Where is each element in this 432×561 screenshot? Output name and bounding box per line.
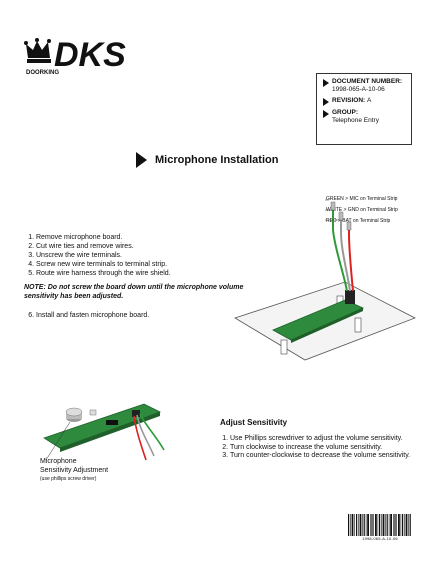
connector-icon [132, 410, 140, 417]
list-item: Remove microphone board. [36, 233, 256, 242]
wire-green [332, 206, 348, 292]
mic-label: Microphone Sensitivity Adjustment [40, 458, 108, 475]
list-item: Install and fasten microphone board. [36, 311, 149, 320]
doc-number-label: DOCUMENT NUMBER: [332, 78, 403, 85]
connector-icon [345, 290, 355, 304]
group-value: Telephone Entry [332, 117, 379, 125]
arrow-right-icon [323, 98, 329, 107]
wire-terminal-icon [330, 201, 352, 231]
crown-icon [24, 38, 51, 63]
doc-number-row: DOCUMENT NUMBER: 1998-065-A-10-06 [323, 78, 405, 94]
wire-red [348, 226, 354, 292]
logo-sub: DOORKING [26, 70, 59, 76]
arrow-right-icon [323, 79, 329, 87]
adjust-steps: Use Phillips screwdriver to adjust the v… [220, 435, 430, 461]
list-item: Turn counter-clockwise to decrease the v… [230, 452, 430, 461]
list-item: Turn clockwise to increase the volume se… [230, 444, 430, 453]
wire-red [133, 415, 147, 461]
note-text: NOTE: Do not screw the board down until … [24, 284, 244, 300]
arrow-right-icon [136, 152, 147, 168]
group-label: GROUP: [332, 109, 358, 117]
page-title: Microphone Installation [136, 152, 278, 168]
list-item: Unscrew the wire terminals. [36, 251, 256, 260]
wire-white [136, 414, 155, 457]
revision-value: A [367, 97, 372, 105]
chip-icon [106, 420, 118, 425]
wire-green [139, 413, 165, 451]
trimmer-icon [89, 409, 97, 416]
wire-label-white: WHITE > GND on Terminal Strip [326, 207, 398, 213]
revision-row: REVISION: A [323, 97, 405, 107]
revision-label: REVISION: [332, 97, 366, 105]
microphone-icon [65, 407, 83, 422]
microphone-board [43, 403, 162, 449]
list-item: Cut wire ties and remove wires. [36, 242, 256, 251]
installed-board-illustration [234, 199, 416, 361]
list-item: Screw new wire terminals to terminal str… [36, 260, 256, 269]
board-edge [291, 308, 363, 343]
mic-label-line2: Sensitivity Adjustment [40, 466, 109, 474]
page-title-text: Microphone Installation [155, 154, 279, 166]
list-item: Route wire harness through the wire shie… [36, 269, 256, 278]
mic-label-line1: Microphone [40, 458, 77, 465]
install-step-6: Install and fasten microphone board. [24, 311, 149, 320]
adjust-title: Adjust Sensitivity [220, 418, 288, 427]
wire-label-red: RED > BAT on Terminal Strip [326, 218, 391, 224]
list-item: Use Phillips screwdriver to adjust the v… [230, 435, 430, 444]
leader-line [45, 421, 71, 461]
doc-number-value: 1998-065-A-10-06 [332, 86, 385, 94]
wire-label-green: GREEN > MIC on Terminal Strip [326, 196, 398, 202]
mic-label-sub: (use phillips screw driver) [40, 476, 97, 482]
group-row: GROUP: Telephone Entry [323, 109, 405, 125]
barcode [348, 514, 411, 536]
arrow-right-icon [323, 110, 329, 119]
install-steps: Remove microphone board. Cut wire ties a… [24, 233, 256, 278]
barcode-number: 1998-065-A-10-06 [362, 536, 398, 541]
logo-brand: DKS [54, 38, 126, 74]
microphone-board-closeup [43, 403, 165, 461]
document-info-box: DOCUMENT NUMBER: 1998-065-A-10-06 REVISI… [316, 73, 412, 145]
wire-white [340, 216, 351, 292]
doorking-logo: DKS DOORKING [24, 38, 126, 76]
